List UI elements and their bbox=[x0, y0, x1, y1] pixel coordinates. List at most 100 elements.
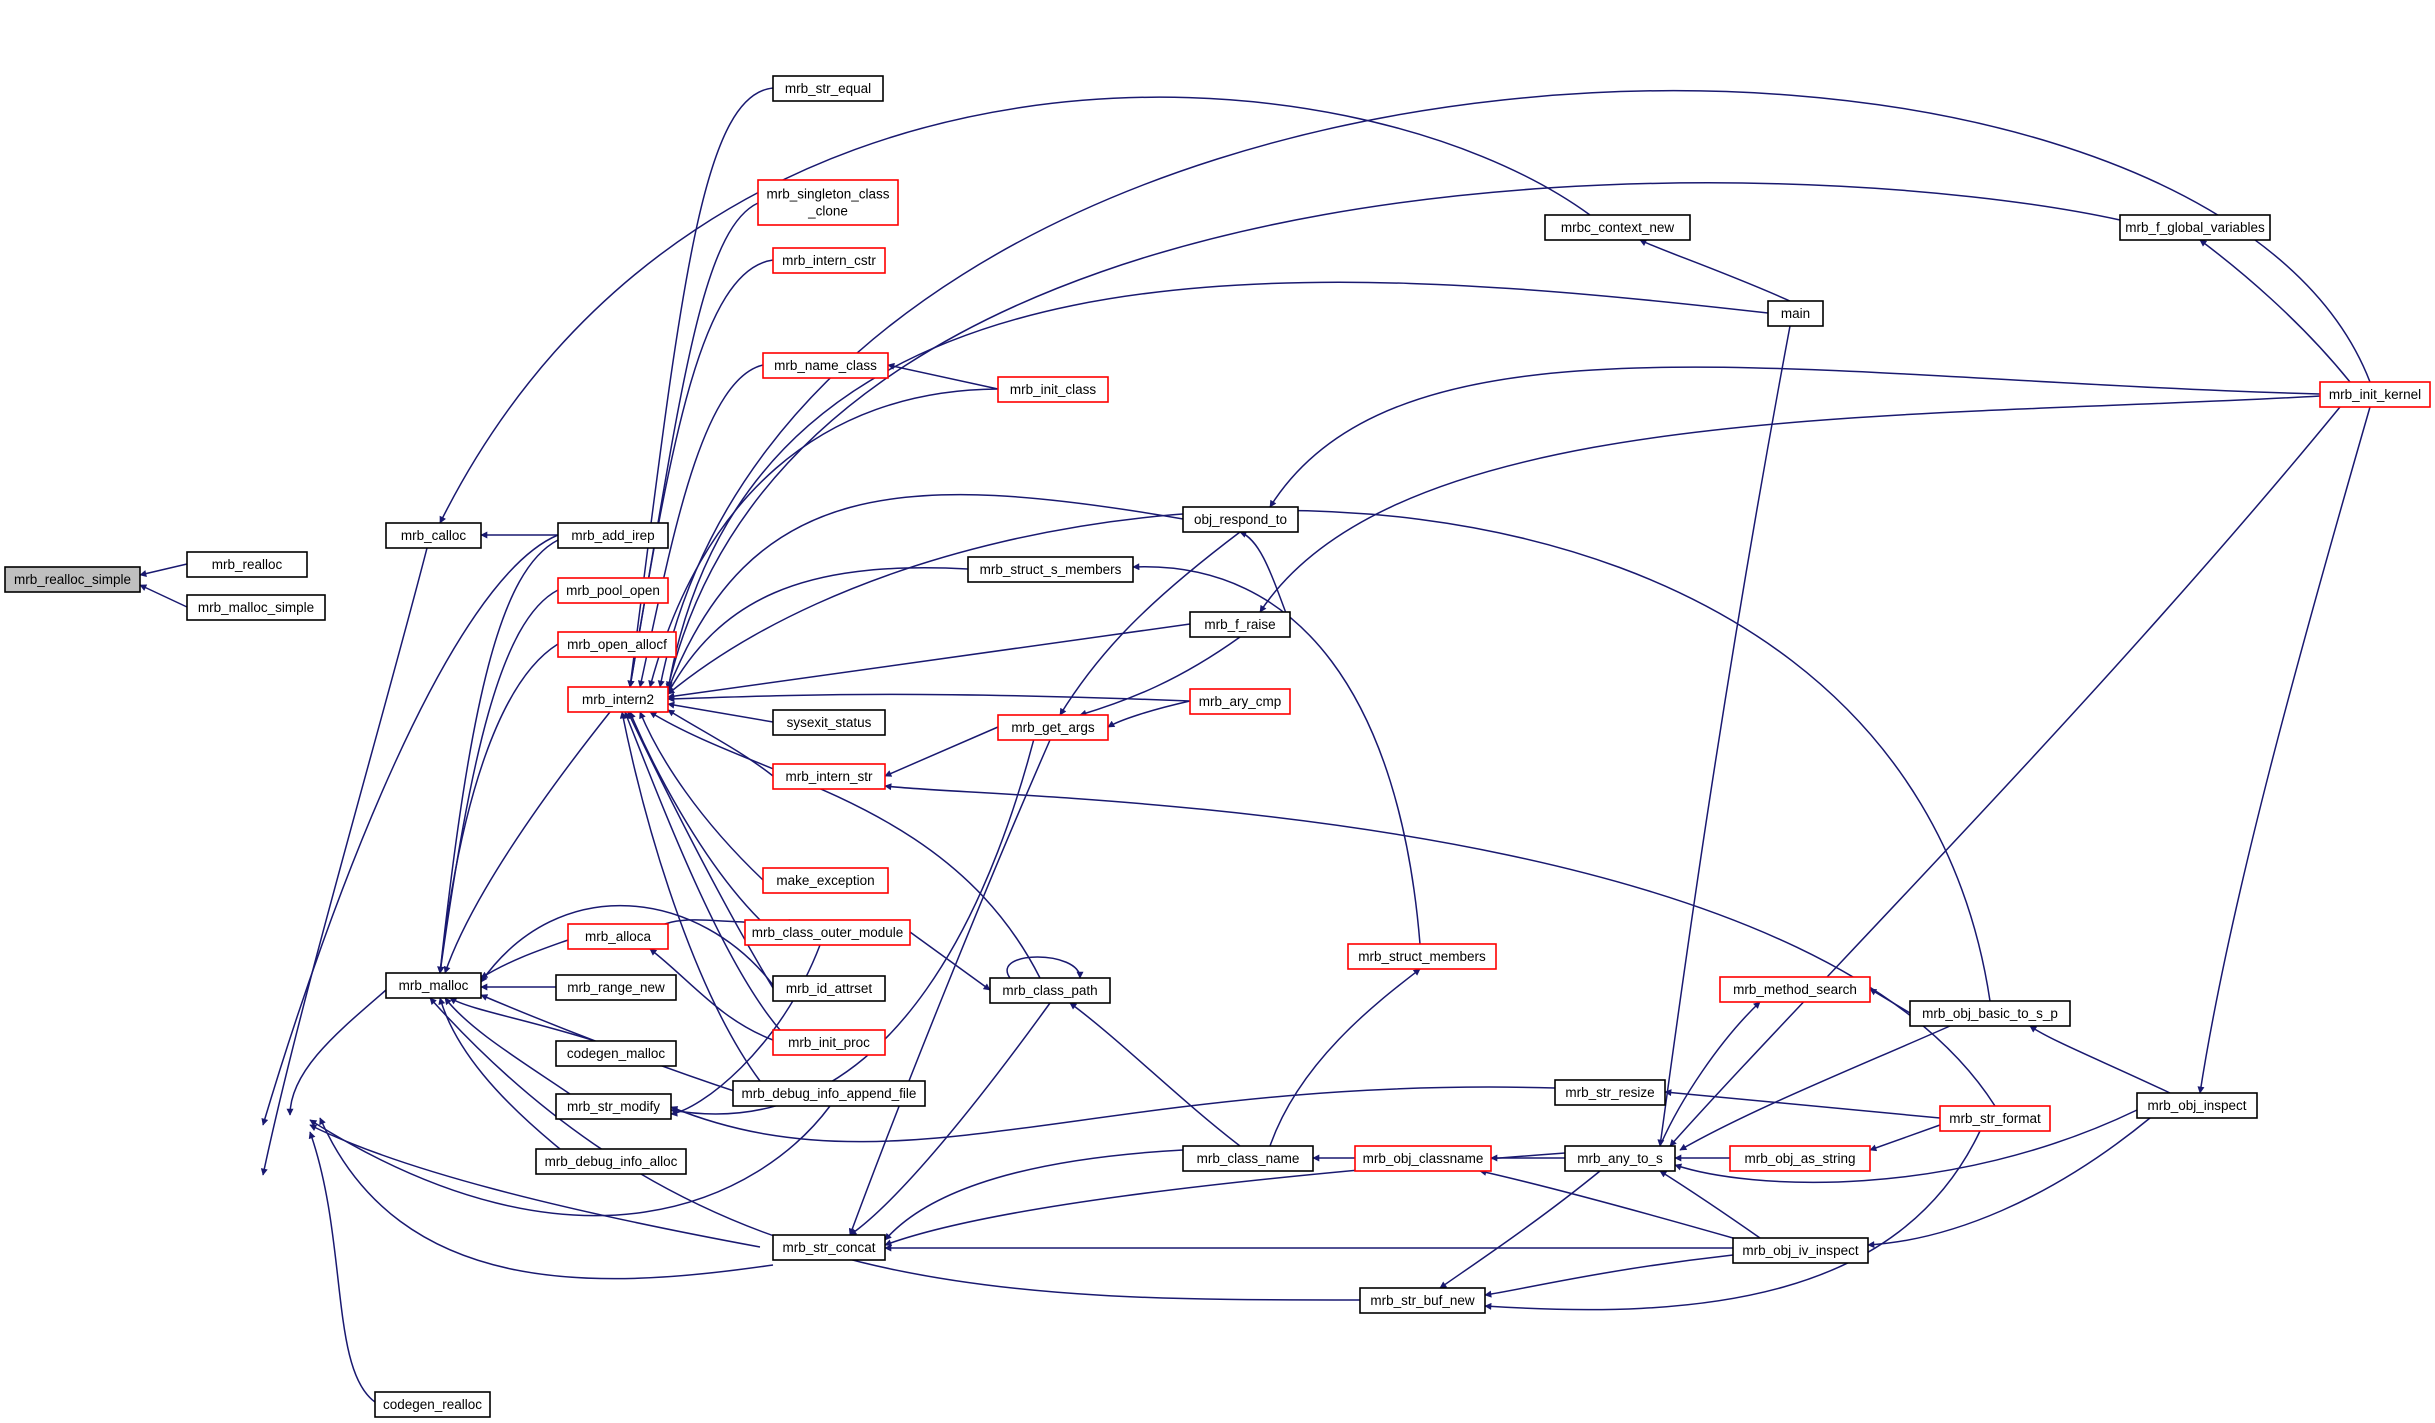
call-edge-realloc-to-realloc_simple bbox=[139, 563, 188, 577]
call-edge-init_class-to-intern2 bbox=[648, 388, 999, 688]
function-node-alloca[interactable]: mrb_alloca bbox=[567, 923, 669, 950]
function-node-main[interactable]: main bbox=[1767, 300, 1824, 327]
function-node-calloc[interactable]: mrb_calloc bbox=[385, 522, 482, 549]
call-edge-obj_respond_to-to-get_args bbox=[1059, 531, 1241, 716]
function-node-init-proc[interactable]: mrb_init_proc bbox=[772, 1029, 886, 1056]
function-node-mrbc-context-new[interactable]: mrbc_context_new bbox=[1544, 214, 1691, 241]
function-node-codegen-malloc[interactable]: codegen_malloc bbox=[555, 1040, 677, 1067]
node-label: mrb_obj_basic_to_s_p bbox=[1922, 1006, 2058, 1021]
node-box bbox=[762, 867, 889, 894]
call-edge-main-to-any_to_s bbox=[1657, 325, 1791, 1147]
call-edge-str_format-to-str_resize bbox=[1664, 1089, 1941, 1119]
call-edge-class_name-to-struct_members bbox=[1269, 968, 1421, 1147]
node-box bbox=[997, 714, 1109, 741]
function-node-class-path[interactable]: mrb_class_path bbox=[989, 977, 1111, 1004]
node-label: mrb_str_equal bbox=[785, 81, 871, 96]
call-edge-f_raise-to-obj_respond_to bbox=[1239, 531, 1291, 625]
function-node-realloc[interactable]: mrb_realloc bbox=[186, 551, 308, 578]
call-edge-codegen_realloc-to-realloc bbox=[308, 1131, 376, 1403]
function-node-intern-cstr[interactable]: mrb_intern_cstr bbox=[772, 247, 886, 274]
function-node-struct-members[interactable]: mrb_struct_members bbox=[1347, 943, 1497, 970]
function-node-str-format[interactable]: mrb_str_format bbox=[1939, 1105, 2051, 1132]
function-node-init-kernel[interactable]: mrb_init_kernel bbox=[2319, 381, 2431, 408]
node-box bbox=[1719, 976, 1871, 1003]
function-node-method-search[interactable]: mrb_method_search bbox=[1719, 976, 1871, 1003]
function-node-struct-s-members[interactable]: mrb_struct_s_members bbox=[967, 556, 1134, 583]
node-label: mrb_open_allocf bbox=[567, 637, 667, 652]
node-label: mrb_ary_cmp bbox=[1199, 694, 1282, 709]
function-node-obj-inspect[interactable]: mrb_obj_inspect bbox=[2136, 1092, 2258, 1119]
call-edge-class_path-to-intern2 bbox=[649, 711, 1041, 979]
function-node-open-allocf[interactable]: mrb_open_allocf bbox=[557, 631, 677, 658]
node-label: mrb_debug_info_append_file bbox=[742, 1086, 917, 1101]
function-node-str-buf-new[interactable]: mrb_str_buf_new bbox=[1359, 1287, 1486, 1314]
function-node-range-new[interactable]: mrb_range_new bbox=[555, 974, 677, 1001]
call-edge-get_args-to-str_concat bbox=[848, 739, 1051, 1236]
function-node-realloc-simple[interactable]: mrb_realloc_simple bbox=[4, 566, 141, 593]
function-node-intern2[interactable]: mrb_intern2 bbox=[567, 686, 669, 713]
node-label: mrb_realloc bbox=[212, 557, 283, 572]
function-node-str-equal[interactable]: mrb_str_equal bbox=[772, 75, 884, 102]
function-node-add-irep[interactable]: mrb_add_irep bbox=[557, 522, 669, 549]
node-label: mrb_str_concat bbox=[782, 1240, 875, 1255]
call-edges bbox=[139, 87, 2371, 1403]
call-edge-class_path-to-class_path bbox=[1006, 956, 1084, 979]
function-node-malloc[interactable]: mrb_malloc bbox=[385, 972, 482, 999]
call-edge-init_kernel-to-obj_respond_to bbox=[1269, 366, 2321, 508]
function-node-str-resize[interactable]: mrb_str_resize bbox=[1554, 1079, 1666, 1106]
call-edge-class_name-to-str_concat bbox=[884, 1149, 1184, 1241]
node-box bbox=[762, 352, 889, 379]
function-node-class-name[interactable]: mrb_class_name bbox=[1182, 1145, 1314, 1172]
call-edge-singleton_class_clone-to-intern2 bbox=[627, 202, 759, 688]
function-node-any-to-s[interactable]: mrb_any_to_s bbox=[1564, 1145, 1676, 1172]
function-node-codegen-realloc[interactable]: codegen_realloc bbox=[374, 1391, 491, 1418]
function-node-id-attrset[interactable]: mrb_id_attrset bbox=[772, 975, 886, 1002]
node-label: mrb_class_outer_module bbox=[752, 925, 904, 940]
call-edge-struct_members-to-struct_s_members bbox=[1132, 563, 1421, 945]
node-box bbox=[757, 179, 899, 226]
function-node-class-outer-module[interactable]: mrb_class_outer_module bbox=[744, 919, 911, 946]
node-box bbox=[555, 1093, 672, 1120]
function-node-make-exception[interactable]: make_exception bbox=[762, 867, 889, 894]
function-node-f-global-variables[interactable]: mrb_f_global_variables bbox=[2119, 214, 2271, 241]
function-node-obj-as-string[interactable]: mrb_obj_as_string bbox=[1729, 1145, 1871, 1172]
call-edge-obj_iv_inspect-to-obj_classname bbox=[1479, 1168, 1741, 1241]
node-box bbox=[1189, 688, 1291, 715]
call-edge-make_exception-to-intern2 bbox=[639, 711, 764, 881]
node-label: mrb_str_resize bbox=[1565, 1085, 1654, 1100]
node-box bbox=[374, 1391, 491, 1418]
function-node-sysexit-status[interactable]: sysexit_status bbox=[772, 709, 886, 736]
call-edge-sysexit_status-to-intern2 bbox=[667, 701, 774, 723]
call-edge-str_modify-to-realloc bbox=[309, 1124, 761, 1248]
function-node-obj-respond-to[interactable]: obj_respond_to bbox=[1182, 506, 1299, 533]
call-edge-class_outer_module-to-class_path bbox=[909, 931, 991, 991]
node-box bbox=[1732, 1237, 1869, 1264]
call-edge-obj_inspect-to-obj_basic_to_s_p bbox=[2029, 1025, 2171, 1094]
call-edge-any_to_s-to-str_buf_new bbox=[1439, 1170, 1601, 1289]
function-node-pool-open[interactable]: mrb_pool_open bbox=[557, 577, 669, 604]
call-edge-intern_cstr-to-intern2 bbox=[627, 259, 774, 688]
function-node-intern-str[interactable]: mrb_intern_str bbox=[772, 763, 886, 790]
node-box bbox=[772, 763, 886, 790]
function-node-ary-cmp[interactable]: mrb_ary_cmp bbox=[1189, 688, 1291, 715]
call-edge-codegen_malloc-to-malloc bbox=[449, 997, 596, 1042]
function-node-obj-iv-inspect[interactable]: mrb_obj_iv_inspect bbox=[1732, 1237, 1869, 1264]
function-node-singleton-class-clone[interactable]: mrb_singleton_class_clone bbox=[757, 179, 899, 226]
function-node-name-class[interactable]: mrb_name_class bbox=[762, 352, 889, 379]
function-node-malloc-simple[interactable]: mrb_malloc_simple bbox=[186, 594, 326, 621]
function-node-str-concat[interactable]: mrb_str_concat bbox=[772, 1234, 886, 1261]
node-box bbox=[557, 577, 669, 604]
function-node-str-modify[interactable]: mrb_str_modify bbox=[555, 1093, 672, 1120]
function-node-debug-info-append-file[interactable]: mrb_debug_info_append_file bbox=[732, 1080, 926, 1107]
function-node-obj-basic-to-s-p[interactable]: mrb_obj_basic_to_s_p bbox=[1909, 1000, 2071, 1027]
function-node-get-args[interactable]: mrb_get_args bbox=[997, 714, 1109, 741]
function-node-f-raise[interactable]: mrb_f_raise bbox=[1189, 611, 1291, 638]
function-node-debug-info-alloc[interactable]: mrb_debug_info_alloc bbox=[535, 1148, 687, 1175]
node-box bbox=[4, 566, 141, 593]
function-node-obj-classname[interactable]: mrb_obj_classname bbox=[1354, 1145, 1492, 1172]
node-label: mrb_obj_inspect bbox=[2147, 1098, 2246, 1113]
function-node-init-class[interactable]: mrb_init_class bbox=[997, 376, 1109, 403]
node-box bbox=[567, 923, 669, 950]
call-edge-debug_info_append_file-to-realloc bbox=[309, 1105, 831, 1217]
call-edge-pool_open-to-malloc bbox=[437, 589, 559, 974]
